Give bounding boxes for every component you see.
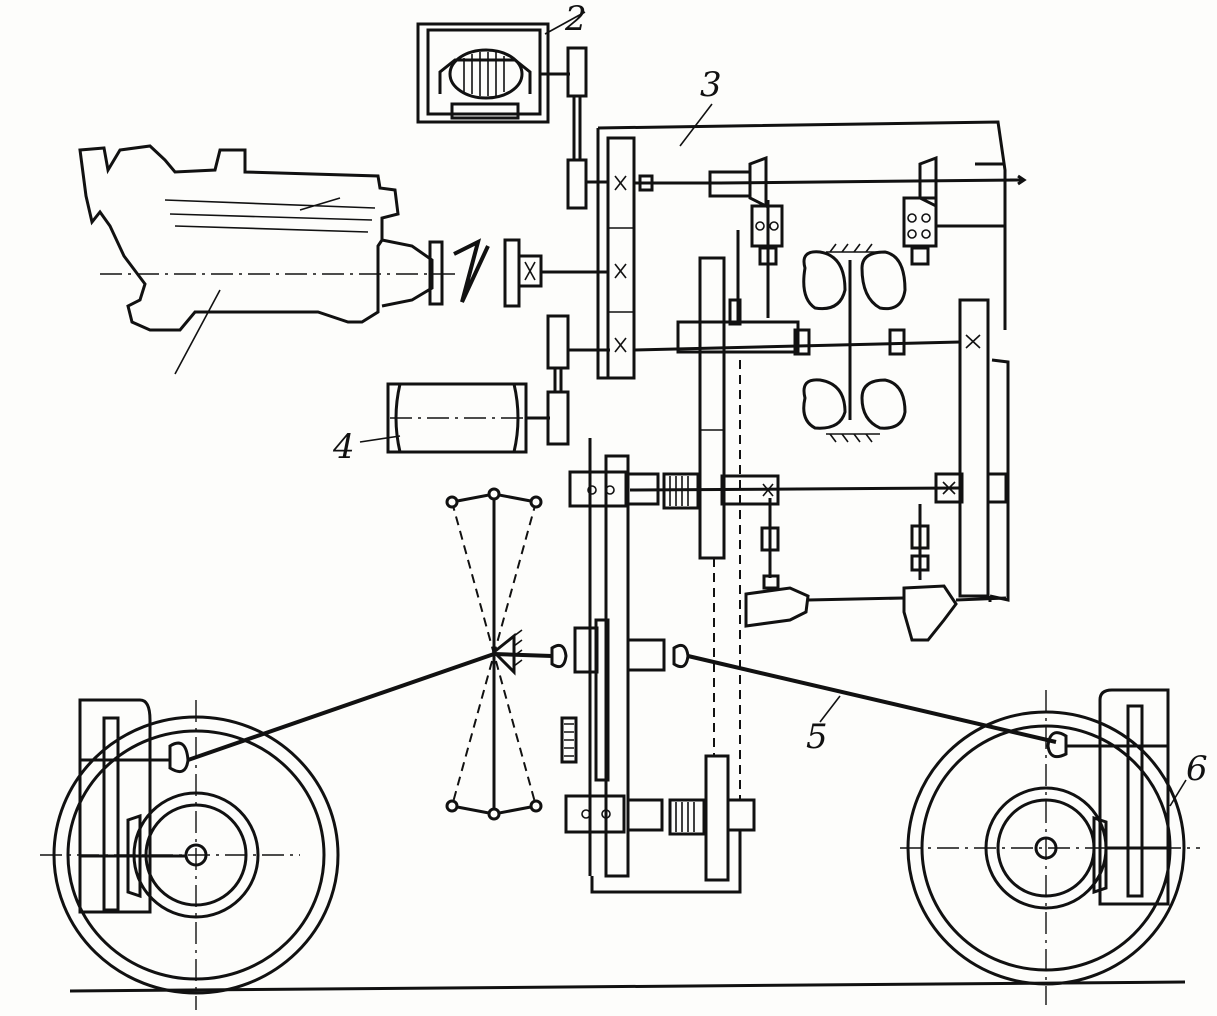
steering-linkage (187, 487, 1057, 821)
callout-5: 5 (806, 717, 828, 757)
hydraulic-pumps (744, 498, 1007, 642)
main-shaft (633, 230, 961, 560)
callout-2: 2 (564, 0, 587, 39)
left-wheel (40, 698, 340, 1010)
belt-pulley-upper (566, 46, 608, 210)
callout-6: 6 (1186, 749, 1208, 789)
steering-servo (550, 626, 690, 764)
motor-4 (359, 382, 550, 454)
right-transfer-gear (958, 298, 1008, 602)
ground-line (69, 980, 1186, 993)
callout-3: 3 (700, 65, 722, 105)
planetary-differential (793, 243, 907, 443)
right-wheel (900, 688, 1200, 1005)
engine (78, 144, 460, 375)
callout-4: 4 (332, 427, 355, 467)
gearbox-housing-3 (596, 103, 1010, 602)
belt-pulley-lower (546, 314, 610, 446)
motor-generator-2 (416, 11, 586, 124)
input-gear-train (606, 136, 720, 380)
clutch-coupling (428, 238, 608, 308)
left-vertical-drive (564, 360, 756, 894)
upper-countershaft (708, 155, 1027, 318)
